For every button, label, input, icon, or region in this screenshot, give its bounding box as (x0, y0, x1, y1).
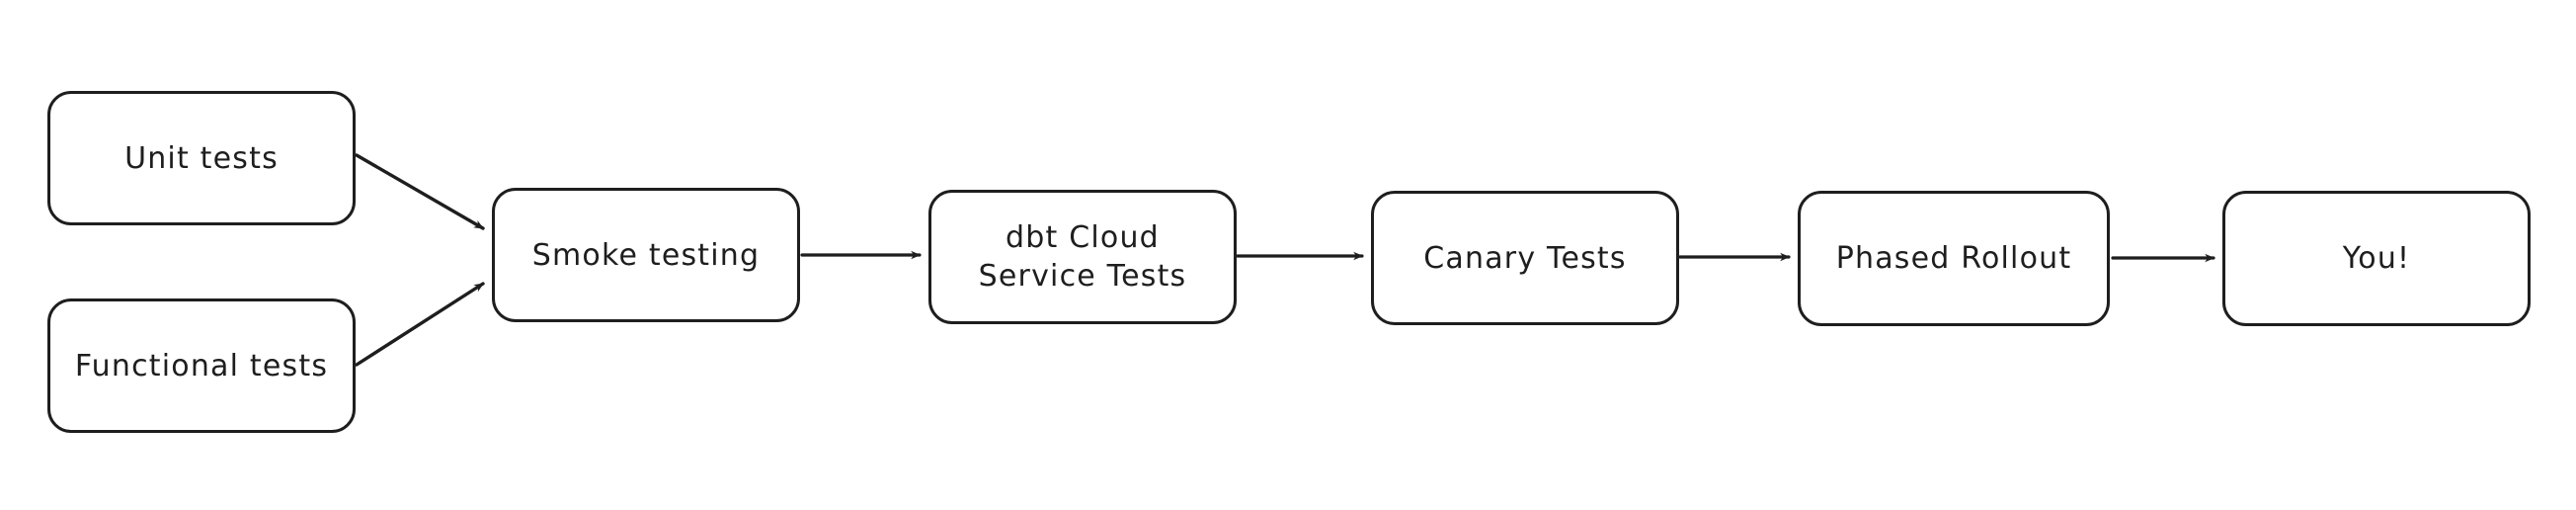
node-you[interactable]: You! (2222, 191, 2531, 326)
node-functional-tests[interactable]: Functional tests (47, 298, 356, 433)
node-smoke-testing[interactable]: Smoke testing (492, 188, 800, 322)
node-unit-tests[interactable]: Unit tests (47, 91, 356, 225)
node-canary-tests[interactable]: Canary Tests (1371, 191, 1679, 325)
edge-unit-to-smoke (355, 153, 485, 230)
node-you-label: You! (2342, 241, 2411, 276)
node-phased-rollout-label: Phased Rollout (1835, 241, 2072, 276)
node-canary-tests-label: Canary Tests (1423, 240, 1627, 276)
node-dbt-cloud-service-tests-label: dbt Cloud Service Tests (978, 220, 1187, 294)
node-smoke-testing-label: Smoke testing (531, 237, 761, 273)
node-unit-tests-label: Unit tests (124, 140, 279, 176)
node-dbt-cloud-service-tests[interactable]: dbt Cloud Service Tests (928, 190, 1237, 324)
node-phased-rollout[interactable]: Phased Rollout (1798, 191, 2110, 326)
node-functional-tests-label: Functional tests (74, 348, 329, 383)
edge-functional-to-smoke (355, 282, 485, 367)
